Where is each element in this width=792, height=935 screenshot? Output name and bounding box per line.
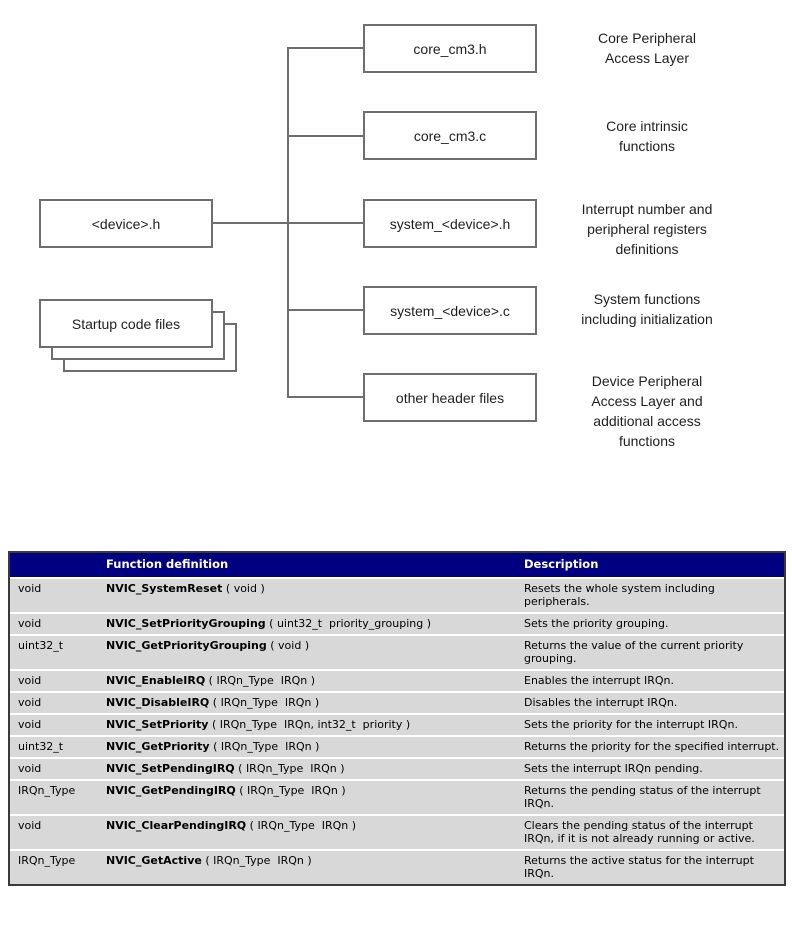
- function-params: ( IRQn_Type IRQn ): [235, 784, 346, 797]
- table-row: void NVIC_EnableIRQ ( IRQn_Type IRQn ) E…: [10, 671, 784, 691]
- table-row: void NVIC_SetPriority ( IRQn_Type IRQn, …: [10, 715, 784, 735]
- file-box-label: system_<device>.h: [389, 215, 511, 232]
- return-type: void: [18, 617, 42, 630]
- table-row: void NVIC_DisableIRQ ( IRQn_Type IRQn ) …: [10, 693, 784, 713]
- file-box-label: core_cm3.c: [413, 127, 487, 144]
- file-description-core-cm3-h: Core Peripheral Access Layer: [597, 30, 697, 66]
- function-name: NVIC_GetPendingIRQ: [106, 784, 236, 797]
- table-row: void NVIC_SystemReset ( void ) Resets th…: [10, 579, 784, 612]
- device-header-label: <device>.h: [91, 215, 161, 232]
- table-row: uint32_t NVIC_GetPriority ( IRQn_Type IR…: [10, 737, 784, 757]
- table-row: uint32_t NVIC_GetPriorityGrouping ( void…: [10, 636, 784, 669]
- file-description-system-device-c: System functions including initializatio…: [581, 291, 713, 327]
- function-name: NVIC_GetPriorityGrouping: [106, 639, 267, 652]
- function-params: ( IRQn_Type IRQn ): [209, 696, 320, 709]
- function-name: NVIC_SetPriorityGrouping: [106, 617, 266, 630]
- function-description: Returns the priority for the specified i…: [524, 740, 780, 753]
- return-type: void: [18, 674, 42, 687]
- function-description: Sets the priority for the interrupt IRQn…: [524, 718, 738, 731]
- connector-line-device-to-system-h: [213, 222, 363, 224]
- connector-line-core-cm3-c: [287, 135, 363, 137]
- file-box-label: core_cm3.h: [413, 40, 487, 57]
- function-params: ( IRQn_Type IRQn, int32_t priority ): [208, 718, 411, 731]
- return-type: void: [18, 582, 42, 595]
- function-description: Enables the interrupt IRQn.: [524, 674, 674, 687]
- file-box-label: other header files: [395, 389, 505, 406]
- table-header-row: Function definition Description: [10, 553, 784, 577]
- function-description: Returns the pending status of the interr…: [524, 784, 761, 810]
- function-params: ( IRQn_Type IRQn ): [205, 674, 316, 687]
- file-box-system-device-h: system_<device>.h: [363, 199, 537, 248]
- return-type: IRQn_Type: [18, 784, 76, 797]
- table-row: IRQn_Type NVIC_GetActive ( IRQn_Type IRQ…: [10, 851, 784, 884]
- function-description: Returns the active status for the interr…: [524, 854, 754, 880]
- header-function-definition: Function definition: [106, 557, 229, 571]
- function-description: Returns the value of the current priorit…: [524, 639, 744, 665]
- return-type: uint32_t: [18, 639, 64, 652]
- table-row: void NVIC_ClearPendingIRQ ( IRQn_Type IR…: [10, 816, 784, 849]
- file-description-system-device-h: Interrupt number and peripheral register…: [581, 201, 713, 257]
- function-description: Sets the interrupt IRQn pending.: [524, 762, 703, 775]
- connector-line-system-c: [287, 309, 363, 311]
- function-description: Resets the whole system including periph…: [524, 582, 715, 608]
- file-box-other-header-files: other header files: [363, 373, 537, 422]
- function-description: Clears the pending status of the interru…: [524, 819, 755, 845]
- return-type: IRQn_Type: [18, 854, 76, 867]
- file-box-system-device-c: system_<device>.c: [363, 286, 537, 335]
- startup-code-files-label: Startup code files: [71, 315, 181, 332]
- function-params: ( void ): [266, 639, 310, 652]
- function-name: NVIC_DisableIRQ: [106, 696, 210, 709]
- function-name: NVIC_SetPendingIRQ: [106, 762, 235, 775]
- function-params: ( void ): [222, 582, 265, 595]
- return-type: void: [18, 718, 42, 731]
- return-type: uint32_t: [18, 740, 64, 753]
- function-name: NVIC_GetPriority: [106, 740, 210, 753]
- function-params: ( uint32_t priority_grouping ): [265, 617, 431, 630]
- function-description: Disables the interrupt IRQn.: [524, 696, 678, 709]
- file-box-label: system_<device>.c: [390, 302, 510, 319]
- file-box-core-cm3-h: core_cm3.h: [363, 24, 537, 73]
- function-name: NVIC_GetActive: [106, 854, 202, 867]
- table-row: IRQn_Type NVIC_GetPendingIRQ ( IRQn_Type…: [10, 781, 784, 814]
- table-row: void NVIC_SetPendingIRQ ( IRQn_Type IRQn…: [10, 759, 784, 779]
- function-name: NVIC_EnableIRQ: [106, 674, 206, 687]
- function-name: NVIC_SystemReset: [106, 582, 223, 595]
- function-params: ( IRQn_Type IRQn ): [246, 819, 357, 832]
- function-params: ( IRQn_Type IRQn ): [209, 740, 320, 753]
- connector-line-core-cm3-h: [287, 47, 363, 49]
- file-description-other-header-files: Device Peripheral Access Layer and addit…: [591, 373, 703, 449]
- function-name: NVIC_ClearPendingIRQ: [106, 819, 247, 832]
- function-params: ( IRQn_Type IRQn ): [201, 854, 312, 867]
- startup-code-files-box: Startup code files: [39, 299, 213, 348]
- file-box-core-cm3-c: core_cm3.c: [363, 111, 537, 160]
- function-name: NVIC_SetPriority: [106, 718, 209, 731]
- header-description: Description: [524, 557, 599, 571]
- function-params: ( IRQn_Type IRQn ): [234, 762, 345, 775]
- function-description: Sets the priority grouping.: [524, 617, 669, 630]
- return-type: void: [18, 762, 42, 775]
- nvic-function-table: Function definition Description void NVI…: [8, 551, 786, 886]
- connector-line-other-headers: [287, 396, 363, 398]
- return-type: void: [18, 819, 42, 832]
- table-row: void NVIC_SetPriorityGrouping ( uint32_t…: [10, 614, 784, 634]
- file-description-core-cm3-c: Core intrinsic functions: [606, 118, 688, 154]
- device-header-box: <device>.h: [39, 199, 213, 248]
- return-type: void: [18, 696, 42, 709]
- header-return-type: [10, 553, 102, 577]
